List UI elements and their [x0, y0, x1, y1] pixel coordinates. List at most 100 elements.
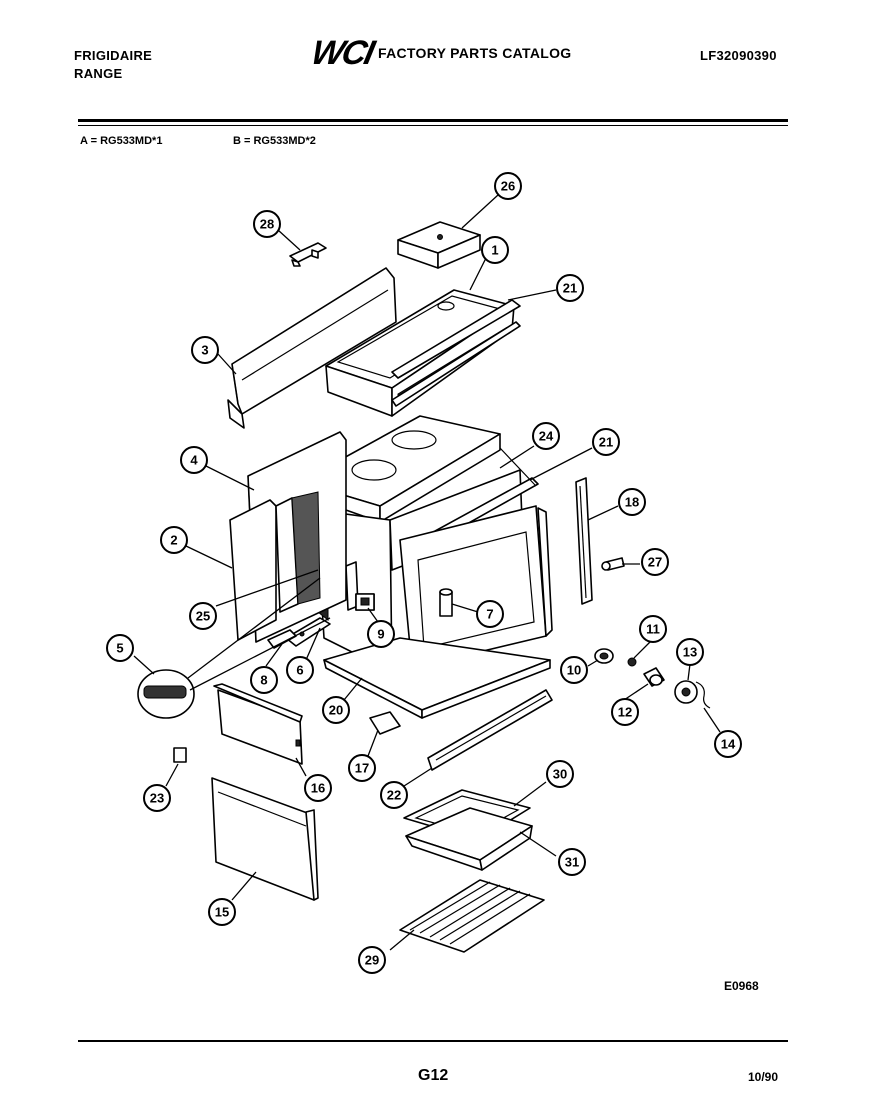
svg-text:6: 6	[296, 663, 303, 678]
svg-text:29: 29	[365, 953, 379, 968]
callout-27: 27	[641, 548, 669, 576]
svg-text:7: 7	[486, 607, 493, 622]
svg-text:11: 11	[646, 622, 660, 637]
part-23-clip	[173, 747, 187, 763]
svg-text:1: 1	[491, 243, 498, 258]
leader-lines	[133, 194, 721, 951]
model-b-label: B = RG533MD*2	[233, 135, 316, 147]
svg-text:18: 18	[625, 495, 639, 510]
callout-14: 14	[714, 730, 742, 758]
part-10-ring	[594, 648, 614, 664]
svg-text:14: 14	[721, 737, 736, 752]
callout-8: 8	[250, 666, 278, 694]
callout-13: 13	[676, 638, 704, 666]
part-16-control-back	[213, 683, 303, 765]
part-9-latch	[355, 593, 375, 611]
part-18-side-strip	[575, 477, 593, 605]
svg-text:28: 28	[260, 217, 274, 232]
part-12-knob	[643, 667, 665, 687]
part-22-control-strip	[427, 689, 553, 771]
callout-6: 6	[286, 656, 314, 684]
part-26-box	[397, 221, 481, 269]
svg-text:21: 21	[599, 435, 613, 450]
svg-text:3: 3	[201, 343, 208, 358]
part-7-front-frame	[399, 505, 553, 669]
callout-20: 20	[322, 696, 350, 724]
illustration-code: E0968	[724, 979, 759, 993]
callout-18: 18	[618, 488, 646, 516]
callout-31: 31	[558, 848, 586, 876]
svg-text:2: 2	[170, 533, 177, 548]
svg-text:20: 20	[329, 703, 343, 718]
svg-text:15: 15	[215, 905, 229, 920]
callout-4: 4	[180, 446, 208, 474]
brand-line-2: RANGE	[74, 66, 123, 81]
callout-11: 11	[639, 615, 667, 643]
callout-17: 17	[348, 754, 376, 782]
part-15-door-panel	[211, 777, 319, 901]
footer-rule	[78, 1040, 788, 1042]
brand-name: FRIGIDAIRE RANGE	[74, 47, 152, 83]
part-31-broiler-pan	[405, 807, 533, 871]
part-14-wire	[695, 681, 711, 709]
header-rule-thick	[78, 119, 788, 122]
callout-1: 1	[481, 236, 509, 264]
callout-21-lower: 21	[592, 428, 620, 456]
svg-text:16: 16	[311, 781, 325, 796]
part-20-bottom-tray	[323, 637, 551, 719]
document-id: LF32090390	[700, 48, 777, 63]
callout-23: 23	[143, 784, 171, 812]
callout-5: 5	[106, 634, 134, 662]
part-27-screw	[601, 557, 625, 571]
svg-text:17: 17	[355, 761, 369, 776]
callout-10: 10	[560, 656, 588, 684]
callout-26: 26	[494, 172, 522, 200]
callout-30: 30	[546, 760, 574, 788]
callout-16: 16	[304, 774, 332, 802]
svg-text:12: 12	[618, 705, 632, 720]
callout-12: 12	[611, 698, 639, 726]
svg-text:9: 9	[377, 627, 384, 642]
callout-3: 3	[191, 336, 219, 364]
svg-text:22: 22	[387, 788, 401, 803]
page-number: G12	[418, 1067, 449, 1084]
part-17-switch	[369, 711, 401, 735]
svg-text:24: 24	[539, 429, 554, 444]
part-21-trim-upper	[391, 321, 521, 407]
callout-2: 2	[160, 526, 188, 554]
svg-text:10: 10	[567, 663, 581, 678]
svg-text:25: 25	[196, 609, 210, 624]
part-13-dial	[674, 680, 698, 704]
callout-21-upper: 21	[556, 274, 584, 302]
callout-9: 9	[367, 620, 395, 648]
callout-29: 29	[358, 946, 386, 974]
callout-15: 15	[208, 898, 236, 926]
svg-text:13: 13	[683, 645, 697, 660]
catalog-date: 10/90	[748, 1070, 779, 1084]
callout-22: 22	[380, 781, 408, 809]
part-28-bracket	[289, 242, 327, 267]
callout-7: 7	[476, 600, 504, 628]
svg-text:21: 21	[563, 281, 577, 296]
svg-text:4: 4	[190, 453, 198, 468]
svg-text:31: 31	[565, 855, 579, 870]
svg-text:5: 5	[116, 641, 123, 656]
part-11-nut	[627, 657, 637, 667]
model-a-label: A = RG533MD*1	[80, 135, 163, 147]
callout-28: 28	[253, 210, 281, 238]
svg-text:23: 23	[150, 791, 164, 806]
callout-25: 25	[189, 602, 217, 630]
catalog-title: FACTORY PARTS CATALOG	[378, 45, 572, 61]
svg-text:26: 26	[501, 179, 515, 194]
callout-24: 24	[532, 422, 560, 450]
part-29-oven-rack	[399, 879, 545, 953]
svg-text:30: 30	[553, 767, 567, 782]
part-5-ignitor-assembly	[137, 577, 331, 719]
brand-line-1: FRIGIDAIRE	[74, 48, 153, 63]
part-25-insulation	[291, 491, 321, 605]
header-rule-thin	[78, 125, 788, 126]
svg-text:27: 27	[648, 555, 662, 570]
part-3-rear-panel	[227, 267, 397, 429]
svg-text:8: 8	[260, 673, 267, 688]
